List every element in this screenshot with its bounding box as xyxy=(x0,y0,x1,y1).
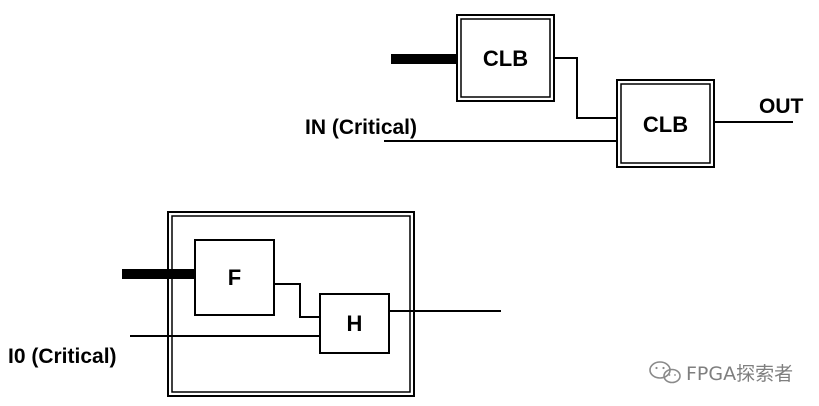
top-bus-input xyxy=(391,54,460,64)
wire-f-to-h xyxy=(274,283,320,318)
wire-clb-a-to-clb-b xyxy=(554,57,617,119)
h-label: H xyxy=(347,311,363,336)
top-diagram: CLB CLB IN (Critical) OUT xyxy=(305,14,804,168)
clb-block-b: CLB xyxy=(616,79,715,168)
h-block: H xyxy=(319,293,390,354)
watermark-text: FPGA探索者 xyxy=(686,363,793,385)
f-label: F xyxy=(228,265,241,290)
clb-block-a: CLB xyxy=(456,14,555,102)
watermark: FPGA探索者 xyxy=(649,361,793,385)
wechat-icon xyxy=(649,361,681,384)
out-label: OUT xyxy=(759,95,804,118)
i0-critical-label: I0 (Critical) xyxy=(8,345,117,368)
clb-a-label: CLB xyxy=(483,46,528,71)
clb-b-label: CLB xyxy=(643,112,688,137)
bottom-bus-input xyxy=(122,269,197,279)
bottom-diagram: F H I0 (Critical) xyxy=(8,211,501,397)
f-block: F xyxy=(194,239,275,316)
in-critical-label: IN (Critical) xyxy=(305,116,417,139)
